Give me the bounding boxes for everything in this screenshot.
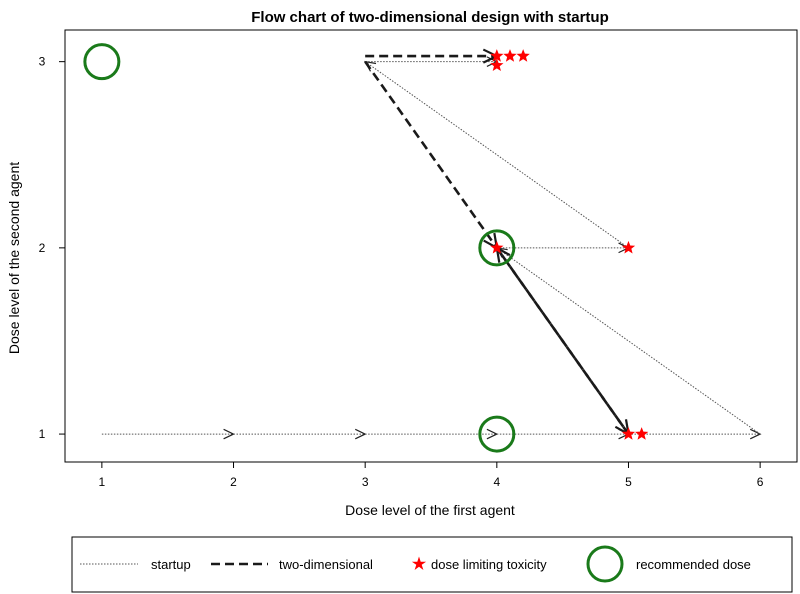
two-dimensional-segment-1 <box>364 60 498 249</box>
toxicity-star-6 <box>621 427 636 440</box>
legend-toxicity-label: dose limiting toxicity <box>431 557 547 572</box>
x-axis-label: Dose level of the first agent <box>345 502 515 518</box>
recommended-dose-circle-0 <box>83 43 121 81</box>
toxicity-star-7 <box>634 427 649 440</box>
legend-two-dimensional-label: two-dimensional <box>279 557 373 572</box>
startup-series <box>101 56 762 440</box>
two-dimensional-segment-3 <box>495 247 630 435</box>
recommended-dose-circle-1 <box>478 229 516 267</box>
toxicity-series <box>490 49 649 440</box>
x-tick-label-4: 4 <box>493 475 500 489</box>
plot-area-frame <box>64 29 798 463</box>
x-tick-label-1: 1 <box>99 475 106 489</box>
chart-title: Flow chart of two-dimensional design wit… <box>251 9 609 26</box>
toxicity-star-0 <box>490 49 504 62</box>
startup-segment-5 <box>496 247 761 435</box>
legend-recommended-circle-icon <box>586 545 624 583</box>
legend-toxicity-star-icon <box>411 556 427 570</box>
recommended-dose-circle-2 <box>478 415 516 453</box>
y-axis-label: Dose level of the second agent <box>6 162 22 354</box>
toxicity-star-3 <box>490 58 504 72</box>
y-tick-label-3: 3 <box>39 55 46 69</box>
toxicity-star-2 <box>516 49 530 62</box>
y-tick-label-2: 2 <box>39 241 46 255</box>
x-tick-label-2: 2 <box>230 475 237 489</box>
startup-segment-7 <box>364 61 629 249</box>
toxicity-star-4 <box>490 240 504 254</box>
legend: startup two-dimensional dose limiting to… <box>71 536 793 593</box>
x-axis: 1 2 3 4 5 6 <box>99 462 764 489</box>
y-tick-label-1: 1 <box>39 427 46 441</box>
y-axis: 1 2 3 <box>39 55 65 441</box>
x-tick-label-3: 3 <box>362 475 369 489</box>
x-tick-label-5: 5 <box>625 475 632 489</box>
toxicity-star-5 <box>621 240 636 254</box>
toxicity-star-1 <box>503 49 517 62</box>
legend-startup-label: startup <box>151 557 191 572</box>
x-tick-label-6: 6 <box>757 475 764 489</box>
legend-recommended-label: recommended dose <box>636 557 751 572</box>
legend-frame <box>71 536 793 593</box>
recommended-dose-series <box>83 43 516 453</box>
